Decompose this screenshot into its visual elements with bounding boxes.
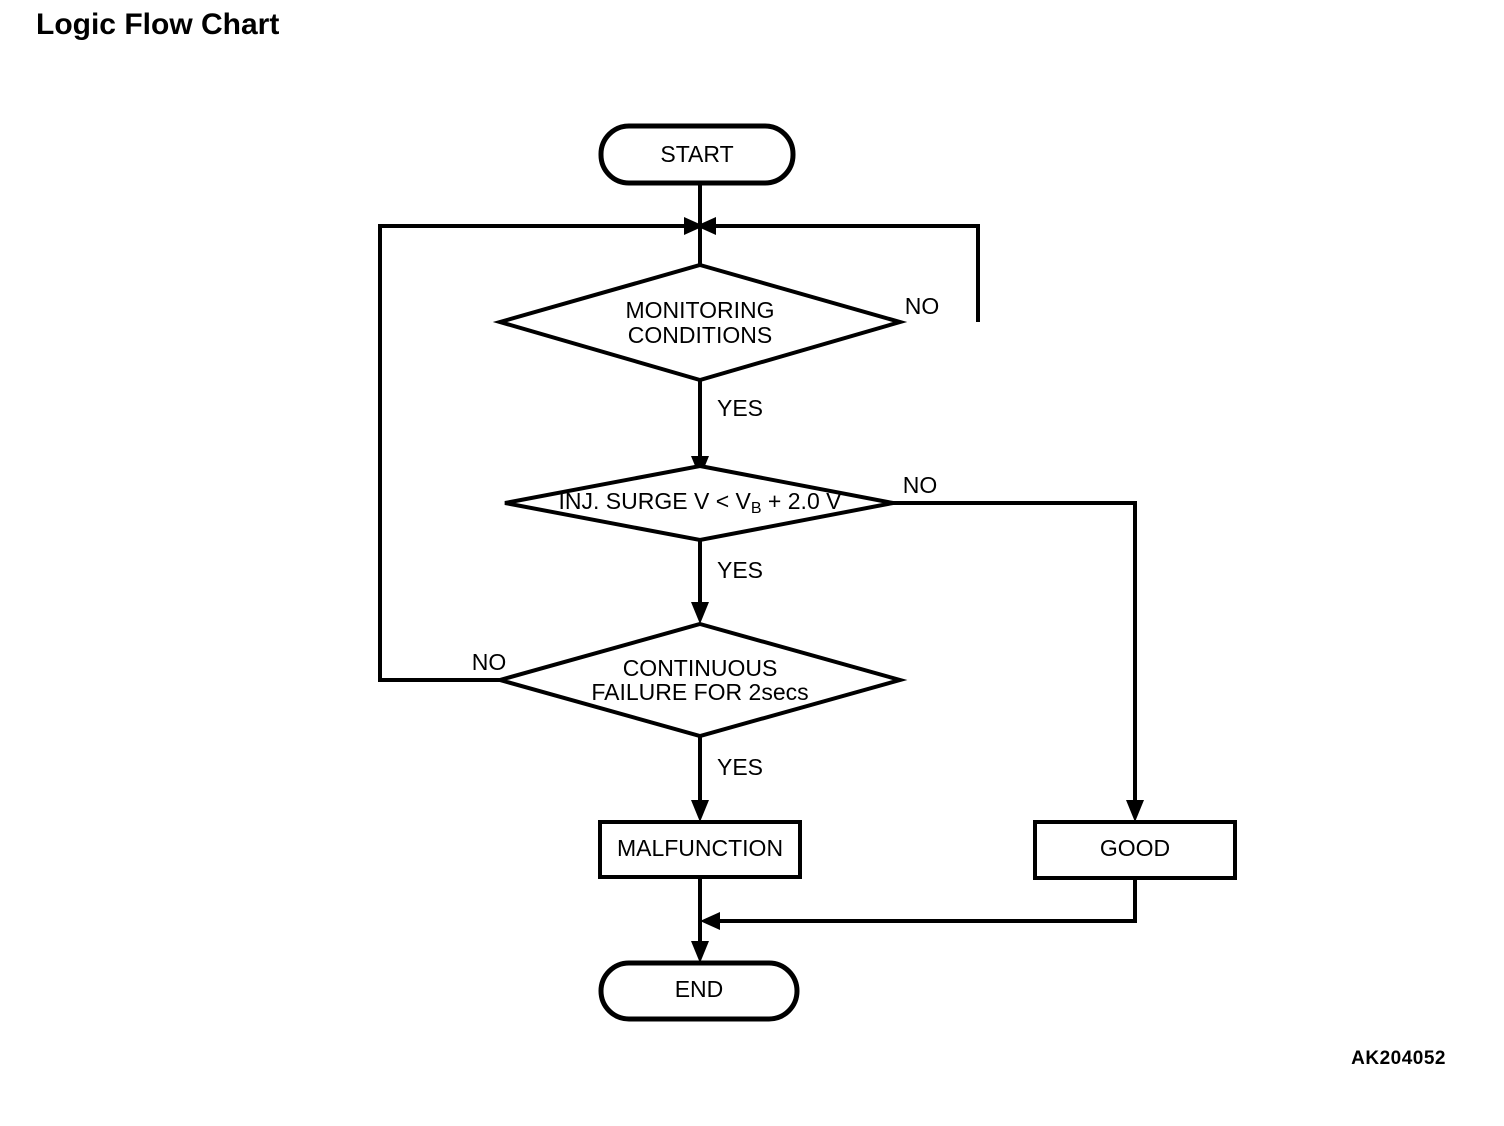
node-continuous-label-line2: FAILURE FOR 2secs (591, 679, 808, 705)
node-inj-surge-label: INJ. SURGE V < VB + 2.0 V (559, 488, 843, 517)
edge-inj-no-to-good (893, 501, 1144, 822)
edge-monitoring-no-loop (696, 217, 980, 322)
edge-label-yes-inj-surge: YES (717, 557, 763, 583)
figure-code: AK204052 (1351, 1048, 1446, 1069)
node-inj-surge[interactable]: INJ. SURGE V < VB + 2.0 V (504, 463, 894, 543)
page-title: Logic Flow Chart (36, 8, 280, 41)
node-start[interactable]: START (598, 123, 796, 186)
edge-good-to-end (700, 878, 1137, 930)
node-malfunction-label: MALFUNCTION (617, 835, 783, 861)
inj-surge-suffix: + 2.0 V (762, 488, 843, 514)
edge-label-yes-monitoring: YES (717, 395, 763, 421)
node-start-label: START (660, 141, 733, 167)
edge-label-no-continuous: NO (472, 649, 507, 675)
edge-label-yes-continuous: YES (717, 754, 763, 780)
node-malfunction[interactable]: MALFUNCTION (598, 820, 802, 879)
edge-continuous-yes (691, 736, 709, 822)
node-continuous-failure[interactable]: CONTINUOUS FAILURE FOR 2secs (492, 621, 908, 739)
node-monitoring-label-line1: MONITORING (625, 297, 774, 323)
node-end-label: END (675, 976, 724, 1002)
node-continuous-label-line1: CONTINUOUS (623, 655, 778, 681)
edge-inj-yes (691, 540, 709, 624)
edge-monitoring-yes (691, 380, 709, 478)
edge-malfunction-to-end (691, 877, 709, 963)
edge-continuous-no-loop (378, 217, 704, 682)
node-good[interactable]: GOOD (1033, 820, 1237, 880)
inj-surge-subscript: B (751, 500, 762, 517)
node-end[interactable]: END (598, 960, 800, 1022)
inj-surge-prefix: INJ. SURGE V < V (559, 488, 752, 514)
node-good-label: GOOD (1100, 835, 1170, 861)
node-monitoring-conditions[interactable]: MONITORING CONDITIONS (492, 262, 908, 383)
edge-label-no-monitoring: NO (905, 293, 940, 319)
node-monitoring-label-line2: CONDITIONS (628, 322, 772, 348)
edge-label-no-inj-surge: NO (903, 472, 938, 498)
